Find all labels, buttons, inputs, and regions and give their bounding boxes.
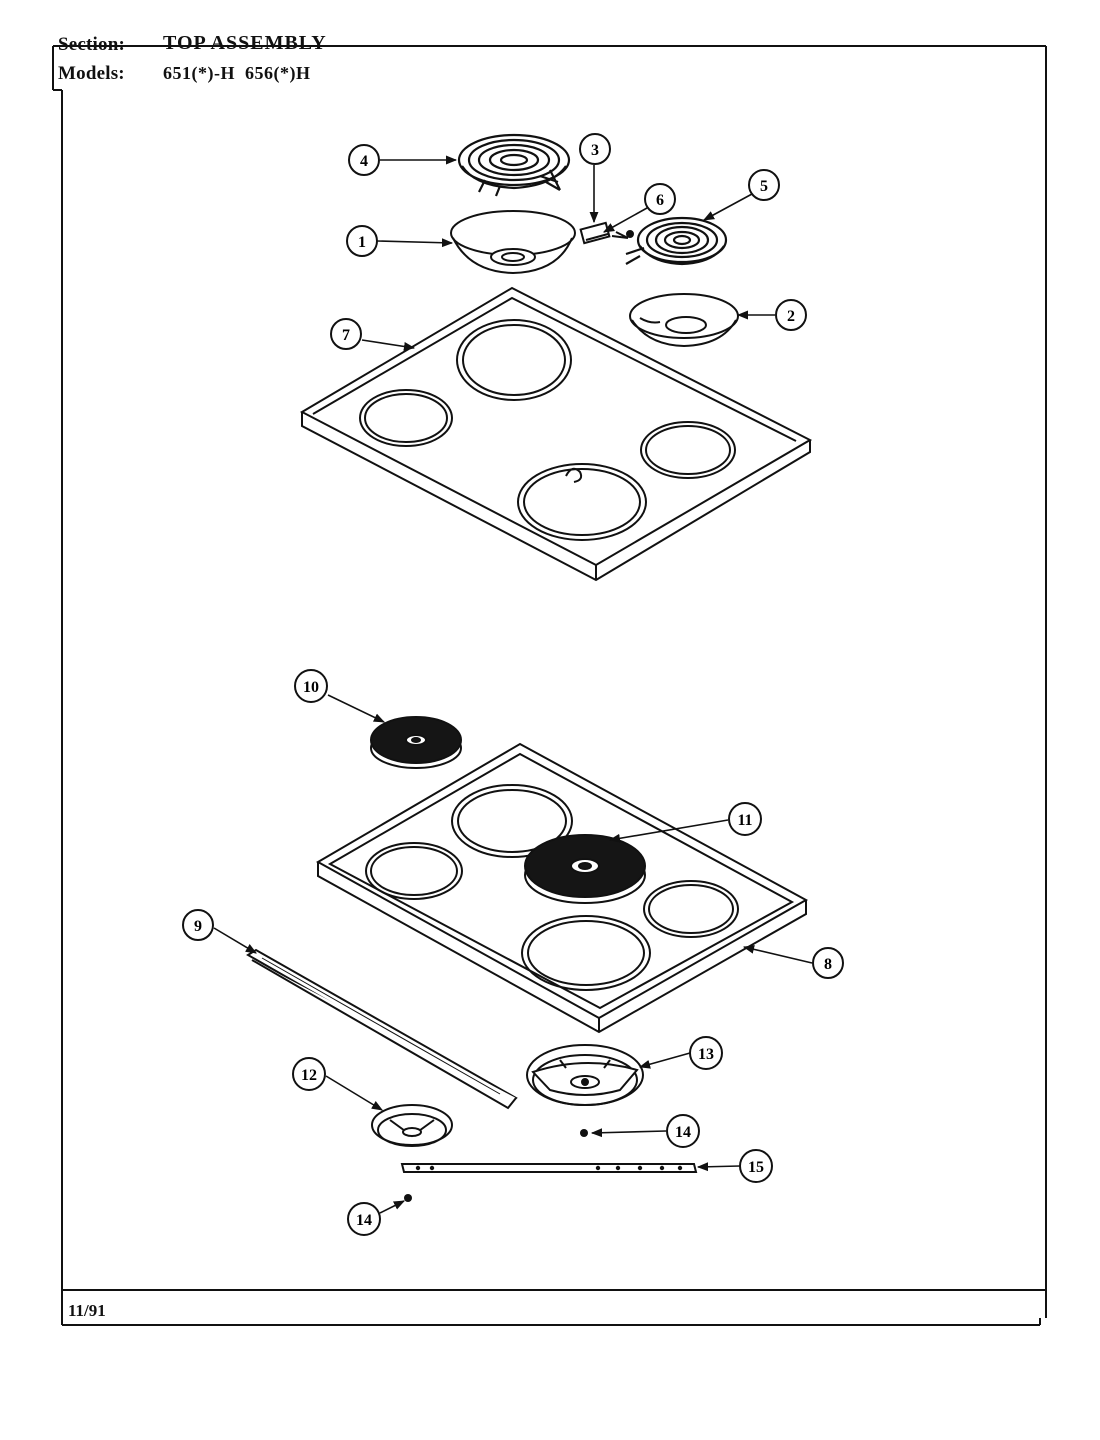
section-title: TOP ASSEMBLY bbox=[163, 32, 327, 54]
callout-7: 7 bbox=[330, 318, 362, 350]
solid-element-10 bbox=[370, 716, 462, 769]
svg-text:4: 4 bbox=[360, 153, 368, 170]
callout-2: 2 bbox=[775, 299, 807, 331]
callout-5: 5 bbox=[748, 169, 780, 201]
solid-element-11 bbox=[524, 834, 646, 904]
receptacle-3-6 bbox=[579, 221, 634, 245]
element-bracket-12 bbox=[371, 1104, 453, 1147]
callout-6: 6 bbox=[644, 183, 676, 215]
svg-text:3: 3 bbox=[591, 142, 599, 159]
svg-text:12: 12 bbox=[301, 1067, 317, 1084]
revision-date: 11/91 bbox=[68, 1301, 106, 1320]
callout-12: 12 bbox=[292, 1057, 326, 1091]
section-label: Section: bbox=[58, 34, 126, 55]
svg-text:10: 10 bbox=[303, 679, 319, 696]
svg-text:11: 11 bbox=[737, 812, 752, 829]
svg-text:13: 13 bbox=[698, 1046, 714, 1063]
drip-bowl-2 bbox=[629, 293, 739, 348]
callout-11: 11 bbox=[728, 802, 762, 836]
svg-text:5: 5 bbox=[760, 178, 768, 195]
callout-14-a: 14 bbox=[666, 1114, 700, 1148]
page-border bbox=[52, 45, 1047, 1326]
svg-text:15: 15 bbox=[748, 1159, 764, 1176]
models-label: Models: bbox=[58, 63, 125, 84]
svg-text:8: 8 bbox=[824, 956, 832, 973]
svg-text:14: 14 bbox=[356, 1212, 372, 1229]
svg-text:1: 1 bbox=[358, 234, 366, 251]
trim-strip-9 bbox=[246, 948, 518, 1110]
callout-1: 1 bbox=[346, 225, 378, 257]
callout-9: 9 bbox=[182, 909, 214, 941]
support-bar-15 bbox=[400, 1163, 698, 1173]
callout-4: 4 bbox=[348, 144, 380, 176]
svg-text:14: 14 bbox=[675, 1124, 691, 1141]
svg-text:2: 2 bbox=[787, 308, 795, 325]
screw-14-a bbox=[580, 1129, 588, 1137]
callout-15: 15 bbox=[739, 1149, 773, 1183]
surface-element-4 bbox=[457, 133, 571, 197]
screw-14-b bbox=[404, 1194, 412, 1202]
models-value: 651(*)-H 656(*)H bbox=[163, 63, 311, 83]
callout-3: 3 bbox=[579, 133, 611, 165]
svg-text:6: 6 bbox=[656, 192, 664, 209]
cooktop-upper bbox=[299, 286, 813, 582]
callout-10: 10 bbox=[294, 669, 328, 703]
svg-text:9: 9 bbox=[194, 918, 202, 935]
callout-13: 13 bbox=[689, 1036, 723, 1070]
element-bracket-13 bbox=[526, 1044, 644, 1106]
callout-8: 8 bbox=[812, 947, 844, 979]
drip-bowl-1 bbox=[450, 210, 576, 275]
callout-14-b: 14 bbox=[347, 1202, 381, 1236]
surface-element-5 bbox=[625, 216, 728, 266]
svg-text:7: 7 bbox=[342, 327, 350, 344]
leader-lines bbox=[213, 155, 813, 1214]
